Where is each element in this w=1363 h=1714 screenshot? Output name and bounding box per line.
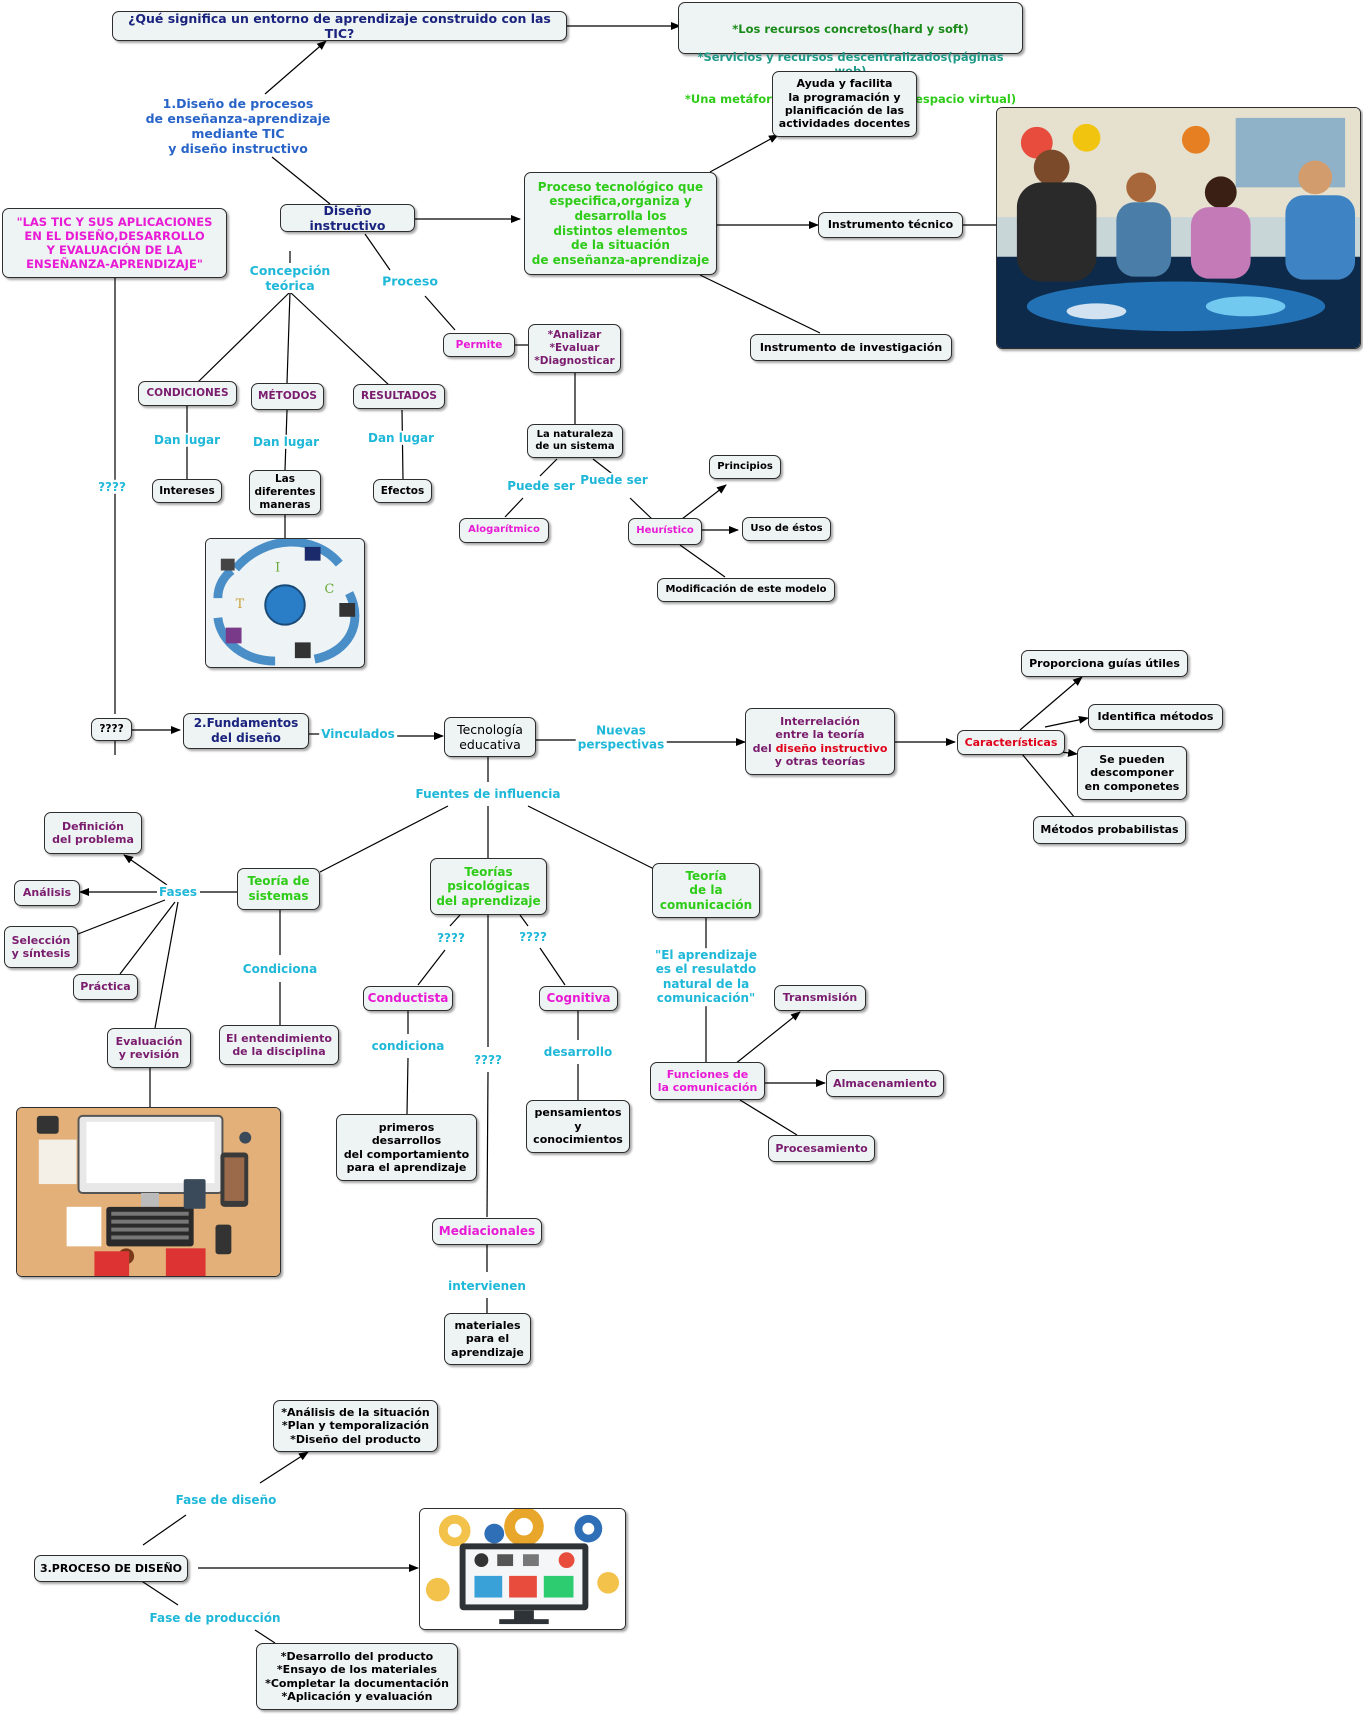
intereses-node: Intereses bbox=[152, 479, 222, 503]
label-unknown-conductista: ???? bbox=[435, 930, 467, 946]
tic-title-node: "LAS TIC Y SUS APLICACIONES EN EL DISEÑO… bbox=[2, 208, 227, 278]
answer-line-2: *Servicios y recursos descentralizados(p… bbox=[697, 50, 1004, 78]
label-vinculados: Vinculados bbox=[319, 726, 397, 742]
proceso-diseno-node: 3.PROCESO DE DISEÑO bbox=[34, 1555, 188, 1582]
label-unknown-cognitiva: ???? bbox=[517, 929, 549, 945]
label-unknown-mediacionales: ???? bbox=[472, 1052, 504, 1068]
classroom-image bbox=[996, 107, 1361, 349]
label-dan-lugar-3: Dan lugar bbox=[365, 430, 437, 446]
efectos-node: Efectos bbox=[373, 479, 432, 503]
label-nuevas-perspectivas: Nuevas perspectivas bbox=[575, 723, 667, 753]
teoria-comunicacion-node: Teoría de la comunicación bbox=[652, 863, 760, 918]
label-puede-ser-2: Puede ser bbox=[578, 472, 650, 488]
analisis-node: Análisis bbox=[14, 880, 80, 906]
label-puede-ser-1: Puede ser bbox=[505, 478, 577, 494]
proceso-tecnologico-node: Proceso tecnológico que especifica,organ… bbox=[524, 172, 717, 275]
teorias-psicologicas-node: Teorías psicológicas del aprendizaje bbox=[430, 858, 547, 915]
label-intervienen: intervienen bbox=[446, 1278, 528, 1294]
svg-text:C: C bbox=[325, 582, 335, 597]
caracteristicas-node: Características bbox=[957, 730, 1065, 755]
permite-node: Permite bbox=[443, 333, 515, 357]
procesamiento-node: Procesamiento bbox=[768, 1135, 875, 1162]
interrelacion-node: Interrelación entre la teoría del diseño… bbox=[745, 708, 895, 775]
materiales-node: materiales para el aprendizaje bbox=[444, 1313, 531, 1365]
condiciones-node: CONDICIONES bbox=[138, 381, 237, 406]
workspace-image bbox=[16, 1107, 281, 1277]
naturaleza-node: La naturaleza de un sistema bbox=[527, 424, 623, 458]
label-desarrollo: desarrollo bbox=[541, 1044, 615, 1060]
identifica-node: Identifica métodos bbox=[1088, 704, 1223, 730]
mediacionales-node: Mediacionales bbox=[432, 1218, 542, 1245]
probabilistas-node: Métodos probabilistas bbox=[1033, 816, 1186, 844]
answers-node: *Los recursos concretos(hard y soft) *Se… bbox=[678, 2, 1023, 106]
tic-cycle-image: I T C bbox=[205, 538, 365, 668]
definicion-node: Definición del problema bbox=[44, 812, 142, 854]
transmision-node: Transmisión bbox=[774, 985, 866, 1011]
practica-node: Práctica bbox=[73, 974, 138, 1000]
label-condiciona-lower: condiciona bbox=[369, 1038, 447, 1054]
interrelacion-text: Interrelación entre la teoría del diseño… bbox=[752, 714, 888, 768]
evaluacion-node: Evaluación y revisión bbox=[107, 1028, 191, 1068]
teoria-sistemas-node: Teoría de sistemas bbox=[237, 868, 320, 910]
cognitiva-node: Cognitiva bbox=[539, 986, 618, 1011]
seleccion-node: Selección y síntesis bbox=[4, 926, 78, 968]
metodos-node: MÉTODOS bbox=[251, 383, 324, 410]
question-node: ¿Qué significa un entorno de aprendizaje… bbox=[112, 11, 567, 41]
diseno-instructivo-node: Diseño instructivo bbox=[280, 203, 415, 233]
uso-estos-node: Uso de éstos bbox=[742, 517, 831, 541]
descomponer-node: Se pueden descomponer en componetes bbox=[1077, 746, 1187, 800]
label-dan-lugar-1: Dan lugar bbox=[151, 432, 223, 448]
label-fuentes: Fuentes de influencia bbox=[413, 786, 563, 802]
diferentes-maneras-node: Las diferentes maneras bbox=[249, 470, 321, 515]
primeros-node: primeros desarrollos del comportamiento … bbox=[336, 1114, 477, 1181]
label-fases: Fases bbox=[156, 884, 200, 900]
label-fase-produccion: Fase de producción bbox=[147, 1610, 283, 1626]
fase-diseno-items-node: *Análisis de la situación *Plan y tempor… bbox=[273, 1400, 438, 1452]
tecnologia-educativa-node: Tecnología educativa bbox=[444, 717, 536, 757]
label-fase-diseno: Fase de diseño bbox=[173, 1492, 279, 1508]
label-unknown-left: ???? bbox=[96, 479, 128, 495]
monitor-gears-image bbox=[419, 1508, 626, 1630]
label-diseno-procesos: 1.Diseño de procesos de enseñanza-aprend… bbox=[143, 96, 333, 156]
label-condiciona-upper: Condiciona bbox=[240, 961, 320, 977]
fase-produccion-items-node: *Desarrollo del producto *Ensayo de los … bbox=[256, 1643, 458, 1710]
almacenamiento-node: Almacenamiento bbox=[826, 1070, 944, 1097]
label-proceso: Proceso bbox=[380, 273, 440, 289]
proporciona-node: Proporciona guías útiles bbox=[1021, 650, 1188, 677]
ayuda-node: Ayuda y facilita la programación y plani… bbox=[772, 71, 917, 137]
answer-line-1: *Los recursos concretos(hard y soft) bbox=[732, 22, 969, 37]
funciones-node: Funciones de la comunicación bbox=[650, 1062, 765, 1100]
label-dan-lugar-2: Dan lugar bbox=[250, 434, 322, 450]
fundamentos-node: 2.Fundamentos del diseño bbox=[183, 713, 309, 749]
modificacion-node: Modificación de este modelo bbox=[657, 578, 835, 602]
svg-text:I: I bbox=[275, 561, 280, 576]
principios-node: Principios bbox=[709, 455, 781, 479]
algoritmico-node: Alogarítmico bbox=[459, 518, 549, 543]
analizar-node: *Analizar *Evaluar *Diagnosticar bbox=[528, 324, 621, 373]
entendimiento-node: El entendimiento de la disciplina bbox=[219, 1025, 339, 1065]
pensamientos-node: pensamientos y conocimientos bbox=[526, 1100, 630, 1153]
svg-text:T: T bbox=[236, 597, 245, 612]
heuristico-node: Heurístico bbox=[628, 518, 702, 545]
instrumento-tecnico-node: Instrumento técnico bbox=[818, 212, 963, 238]
label-concepcion: Concepción teórica bbox=[247, 263, 333, 293]
resultados-node: RESULTADOS bbox=[353, 384, 445, 409]
label-aprendizaje-quote: "El aprendizaje es el resulatdo natural … bbox=[652, 948, 760, 1006]
instrumento-investigacion-node: Instrumento de investigación bbox=[750, 334, 952, 361]
unknown-box-node: ???? bbox=[91, 718, 132, 741]
conductista-node: Conductista bbox=[363, 986, 453, 1011]
